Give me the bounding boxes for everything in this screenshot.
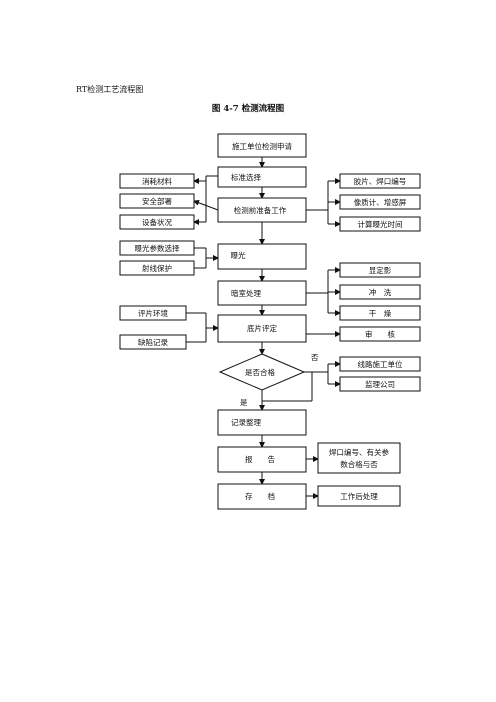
right-contractor-label: 线路施工单位 <box>358 359 403 369</box>
left-safety: 安全部署 <box>119 193 195 209</box>
right-exposure-time-label: 计算曝光时间 <box>358 219 403 229</box>
left-radiation-label: 射线保护 <box>142 263 172 273</box>
right-iqi-label: 像质计、增感屏 <box>354 197 407 207</box>
right-report-content-line1: 焊口编号、有关参 <box>329 447 389 457</box>
left-equipment: 设备状况 <box>119 214 195 230</box>
step-apply-label: 施工单位检测申请 <box>232 141 292 151</box>
left-exposure-params-label: 曝光参数选择 <box>135 243 180 253</box>
right-contractor: 线路施工单位 <box>339 356 421 372</box>
right-rinse-label: 冲 洗 <box>369 287 392 297</box>
right-review-label: 审 核 <box>365 329 395 339</box>
step-standard: 标准选择 <box>217 166 307 188</box>
right-film-no-label: 胶片、焊口编号 <box>354 176 407 186</box>
left-consumables-label: 消耗材料 <box>142 176 172 186</box>
step-decision-label: 是否合格 <box>245 367 275 377</box>
step-prep: 检测前准备工作 <box>217 197 307 223</box>
right-supervisor: 监理公司 <box>339 376 421 392</box>
left-exposure-params: 曝光参数选择 <box>119 240 195 256</box>
right-report-content-line2: 数合格与否 <box>340 459 378 469</box>
right-film-no: 胶片、焊口编号 <box>339 173 421 189</box>
branch-yes-label: 是 <box>240 398 248 407</box>
left-defect-record-label: 缺陷记录 <box>138 337 168 347</box>
step-standard-label: 标准选择 <box>231 172 261 182</box>
right-iqi: 像质计、增感屏 <box>339 194 421 210</box>
right-dry-label: 干 燥 <box>369 309 392 318</box>
right-exposure-time: 计算曝光时间 <box>339 216 421 232</box>
left-defect-record: 缺陷记录 <box>119 334 187 350</box>
left-film-env: 评片环境 <box>119 305 187 321</box>
step-prep-label: 检测前准备工作 <box>234 205 287 215</box>
step-archive: 存 档 <box>217 483 307 510</box>
step-decision: 是否合格 <box>218 353 306 391</box>
right-supervisor-label: 监理公司 <box>365 379 395 389</box>
right-rinse: 冲 洗 <box>339 284 421 300</box>
right-develop-label: 显定影 <box>369 265 392 275</box>
left-consumables: 消耗材料 <box>119 173 195 189</box>
left-radiation: 射线保护 <box>119 260 195 276</box>
right-post-work-label: 工作后处理 <box>340 491 378 501</box>
step-evaluate-label: 底片评定 <box>247 323 277 333</box>
step-evaluate: 底片评定 <box>217 314 307 343</box>
right-dry: 干 燥 <box>339 305 421 321</box>
right-review: 审 核 <box>339 326 421 342</box>
left-equipment-label: 设备状况 <box>142 217 172 227</box>
right-report-content: 焊口编号、有关参 数合格与否 <box>317 442 401 474</box>
step-exposure-label: 曝光 <box>231 250 246 260</box>
branch-no-label: 否 <box>311 353 319 362</box>
step-darkroom: 暗室处理 <box>217 280 307 306</box>
left-film-env-label: 评片环境 <box>138 308 168 318</box>
step-report: 报 告 <box>217 446 307 473</box>
step-record: 记录整理 <box>217 409 307 436</box>
document-title: RT检测工艺流程图 <box>76 85 144 94</box>
right-develop: 显定影 <box>339 262 421 278</box>
step-apply: 施工单位检测申请 <box>217 133 307 158</box>
step-report-label: 报 告 <box>245 454 275 464</box>
step-darkroom-label: 暗室处理 <box>231 288 261 298</box>
left-safety-label: 安全部署 <box>142 196 172 206</box>
step-archive-label: 存 档 <box>245 491 275 501</box>
right-post-work: 工作后处理 <box>317 485 401 507</box>
figure-title: 图 4-7 检测流程图 <box>211 104 285 114</box>
step-exposure: 曝光 <box>217 243 307 270</box>
step-record-label: 记录整理 <box>231 417 261 427</box>
